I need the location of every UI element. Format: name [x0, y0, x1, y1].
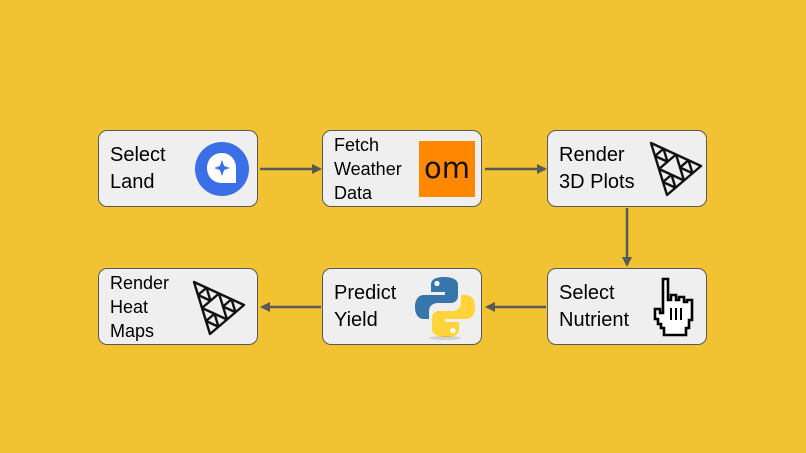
open-meteo-logo-icon: om [419, 141, 475, 197]
node-select-land: Select Land [98, 130, 258, 207]
triangle-mesh-icon [192, 280, 246, 336]
om-logo-text: om [424, 150, 470, 185]
node-select-land-label: Select Land [110, 143, 166, 193]
node-render-heat-maps: Render Heat Maps [98, 268, 258, 345]
node-render-3d-plots-label: Render 3D Plots [559, 143, 635, 193]
node-render-heat-maps-label: Render Heat Maps [110, 272, 170, 341]
node-fetch-weather-label: Fetch Weather Data [334, 134, 402, 203]
node-predict-yield: Predict Yield [322, 268, 482, 345]
pointer-hand-cursor-icon [653, 277, 694, 337]
map-pin-sparkle-icon [195, 142, 249, 196]
node-fetch-weather: Fetch Weather Data om [322, 130, 482, 207]
python-logo-icon [415, 277, 475, 340]
triangle-mesh-icon [649, 141, 703, 197]
node-predict-yield-label: Predict Yield [334, 281, 397, 331]
node-select-nutrient: Select Nutrient [547, 268, 707, 345]
node-select-nutrient-label: Select Nutrient [559, 281, 630, 331]
node-render-3d-plots: Render 3D Plots [547, 130, 707, 207]
